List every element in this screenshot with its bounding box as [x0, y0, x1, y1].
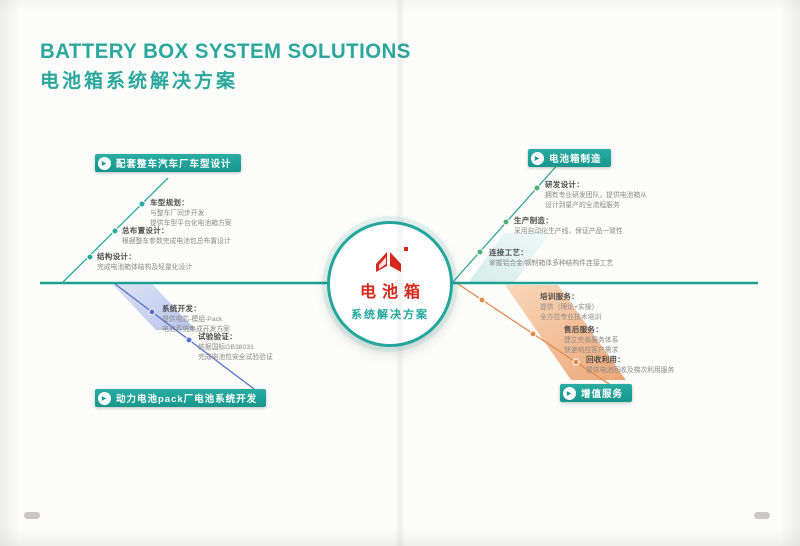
- gradient-band-bottom-left: [112, 284, 196, 330]
- note-title: 售后服务：: [564, 325, 603, 334]
- note-title: 系统开发：: [162, 304, 201, 313]
- note-item: 回收利用： 提供电池回收及梯次利用服务: [586, 354, 751, 376]
- branch-label-text: 动力电池pack厂电池系统开发: [116, 394, 258, 405]
- note-item: 售后服务： 建立完善服务体系 快速响应客户需求: [564, 324, 719, 356]
- dots-top-right: [476, 184, 541, 256]
- branch-label-text: 配套整车汽车厂车型设计: [116, 159, 232, 170]
- gradient-band-bottom-right: [505, 285, 626, 380]
- page-marker-left: [24, 512, 40, 519]
- note-item: 试验验证： 依据国标GB38031 完成电池包安全试验验证: [198, 331, 358, 363]
- note-desc: 提供（理论+实操） 全方位专业技术培训: [540, 304, 602, 321]
- note-item: 培训服务： 提供（理论+实操） 全方位专业技术培训: [540, 291, 695, 323]
- page-marker-right: [754, 512, 770, 519]
- branch-label-value-added-services: ▶ 增值服务: [560, 384, 633, 402]
- company-logo-icon: [376, 247, 408, 272]
- gradient-band-top-right: [468, 233, 550, 283]
- note-desc: 与整车厂同步开发 提供车型平台化电池箱方案: [150, 210, 232, 227]
- branch-label-pack-development: ▶ 动力电池pack厂电池系统开发: [95, 389, 267, 407]
- dots-bottom-left: [148, 308, 193, 344]
- note-item: 研发设计： 拥有专业研发团队，提供电池箱从 设计到量产的全流程服务: [545, 179, 725, 211]
- note-desc: 建立完善服务体系 快速响应客户需求: [564, 337, 619, 354]
- center-hub: 电池箱 系统解决方案: [327, 221, 453, 347]
- branch-label-text: 电池箱制造: [549, 154, 602, 165]
- branch-label-text: 增值服务: [581, 389, 624, 400]
- note-item: 生产制造： 采用自动化生产线，保证产品一致性: [514, 215, 694, 237]
- note-item: 连接工艺： 掌握铝合金/钢制箱体多种结构件连接工艺: [489, 247, 694, 269]
- center-subtitle: 系统解决方案: [351, 309, 429, 321]
- note-desc: 采用自动化生产线，保证产品一致性: [514, 228, 623, 235]
- note-desc: 提供电池回收及梯次利用服务: [586, 367, 675, 374]
- note-item: 结构设计： 完成电池箱体结构及轻量化设计: [97, 251, 272, 273]
- note-desc: 依据国标GB38031 完成电池包安全试验验证: [198, 344, 273, 361]
- branch-label-box-manufacturing: ▶ 电池箱制造: [528, 149, 611, 167]
- note-title: 结构设计：: [97, 252, 136, 261]
- note-title: 生产制造：: [514, 216, 553, 225]
- note-desc: 掌握铝合金/钢制箱体多种结构件连接工艺: [489, 260, 614, 267]
- note-item: 系统开发： 提供电芯-模组-Pack 电池系统集成开发方案: [162, 303, 317, 335]
- page-title-cn: 电池箱系统解决方案: [40, 71, 239, 92]
- note-title: 培训服务：: [540, 292, 579, 301]
- note-desc: 提供电芯-模组-Pack 电池系统集成开发方案: [162, 316, 230, 333]
- note-item: 总布置设计： 根据整车参数完成电池包总布置设计: [122, 225, 297, 247]
- branch-label-vehicle-design: ▶ 配套整车汽车厂车型设计: [95, 154, 241, 172]
- center-title: 电池箱: [359, 284, 426, 301]
- page-title-en: BATTERY BOX SYSTEM SOLUTIONS: [40, 40, 411, 63]
- note-desc: 根据整车参数完成电池包总布置设计: [122, 238, 231, 245]
- note-title: 研发设计：: [545, 180, 584, 189]
- note-title: 回收利用：: [586, 355, 625, 364]
- dots-top-left: [86, 200, 146, 261]
- branch-badge-icon: ▶: [563, 386, 576, 400]
- branch-badge-icon: ▶: [98, 391, 111, 405]
- note-title: 连接工艺：: [489, 248, 528, 257]
- note-title: 车型规划：: [150, 198, 189, 207]
- note-title: 总布置设计：: [122, 226, 169, 235]
- dots-bottom-right: [478, 296, 580, 366]
- note-desc: 完成电池箱体结构及轻量化设计: [97, 264, 193, 271]
- note-title: 试验验证：: [198, 332, 237, 341]
- branch-badge-icon: ▶: [98, 156, 111, 170]
- note-desc: 拥有专业研发团队，提供电池箱从 设计到量产的全流程服务: [545, 192, 647, 209]
- branch-badge-icon: ▶: [531, 151, 544, 165]
- note-item: 车型规划： 与整车厂同步开发 提供车型平台化电池箱方案: [150, 197, 315, 229]
